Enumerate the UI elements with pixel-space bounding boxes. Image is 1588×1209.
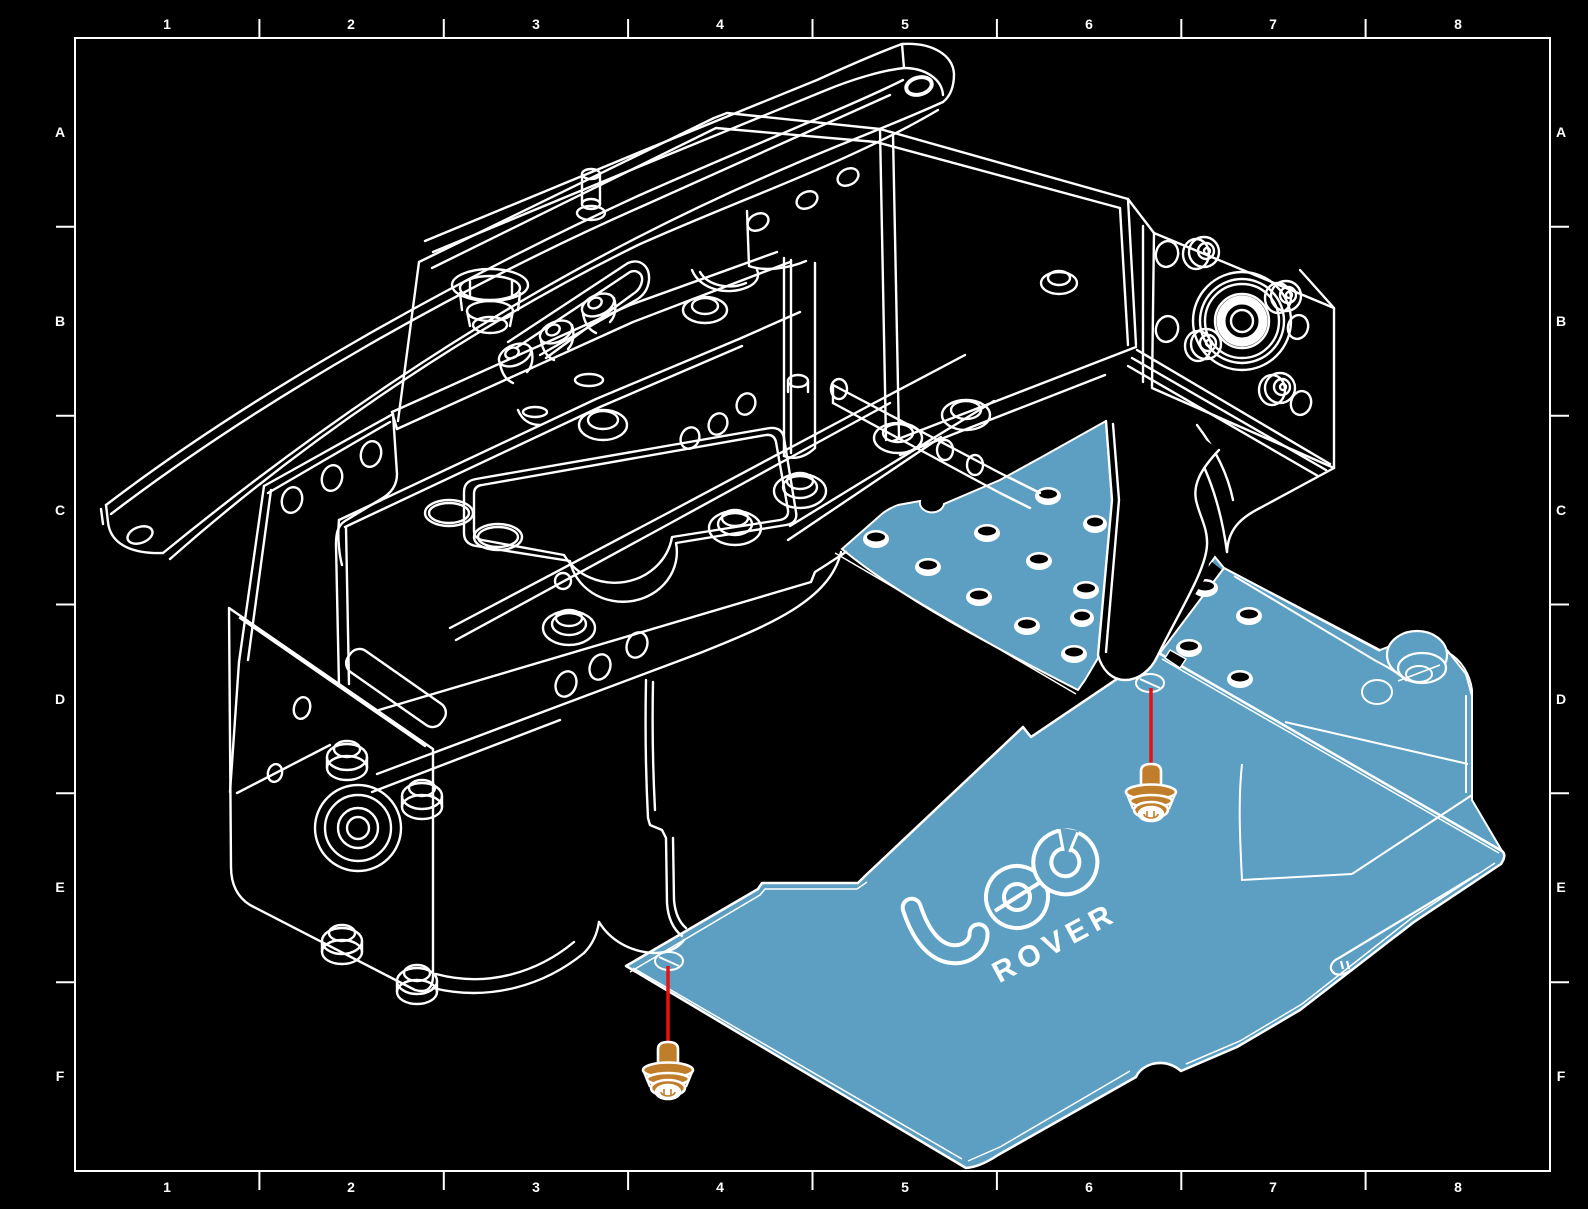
svg-text:C: C (1556, 502, 1566, 518)
svg-text:1: 1 (163, 16, 171, 32)
svg-text:F: F (1557, 1068, 1566, 1084)
svg-text:F: F (56, 1068, 65, 1084)
svg-text:7: 7 (1269, 1179, 1277, 1195)
svg-text:B: B (1556, 313, 1566, 329)
svg-text:3: 3 (532, 16, 540, 32)
svg-text:4: 4 (716, 16, 724, 32)
svg-text:D: D (1556, 691, 1566, 707)
svg-text:2: 2 (347, 1179, 355, 1195)
svg-text:A: A (1556, 124, 1566, 140)
svg-text:3: 3 (532, 1179, 540, 1195)
svg-text:5: 5 (901, 1179, 909, 1195)
svg-text:C: C (55, 502, 65, 518)
svg-text:E: E (55, 879, 64, 895)
svg-text:8: 8 (1454, 16, 1462, 32)
svg-text:D: D (55, 691, 65, 707)
svg-text:8: 8 (1454, 1179, 1462, 1195)
svg-text:7: 7 (1269, 16, 1277, 32)
svg-text:A: A (55, 124, 65, 140)
svg-text:E: E (1556, 879, 1565, 895)
svg-text:5: 5 (901, 16, 909, 32)
svg-text:B: B (55, 313, 65, 329)
svg-text:2: 2 (347, 16, 355, 32)
svg-text:4: 4 (716, 1179, 724, 1195)
svg-text:6: 6 (1085, 1179, 1093, 1195)
svg-text:6: 6 (1085, 16, 1093, 32)
svg-text:1: 1 (163, 1179, 171, 1195)
